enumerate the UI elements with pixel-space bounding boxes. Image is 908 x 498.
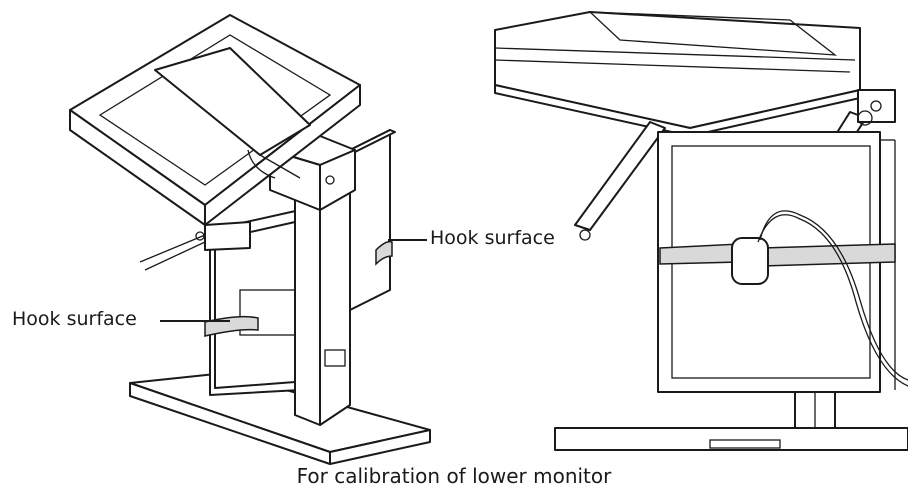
hook-surface-label-right: Hook surface — [430, 227, 555, 249]
right-monitor-assembly — [494, 11, 908, 451]
right-hook-strap-left-view — [375, 240, 393, 266]
calibrator-device — [731, 237, 769, 285]
figure-caption: For calibration of lower monitor — [296, 464, 612, 488]
left-monitor-assembly — [69, 14, 431, 465]
left-stand-column — [294, 189, 321, 426]
right-calibration-strap — [659, 243, 741, 265]
right-support-arm-left — [574, 121, 666, 231]
hook-surface-label-left: Hook surface — [12, 308, 137, 330]
right-base-plate — [554, 427, 908, 451]
